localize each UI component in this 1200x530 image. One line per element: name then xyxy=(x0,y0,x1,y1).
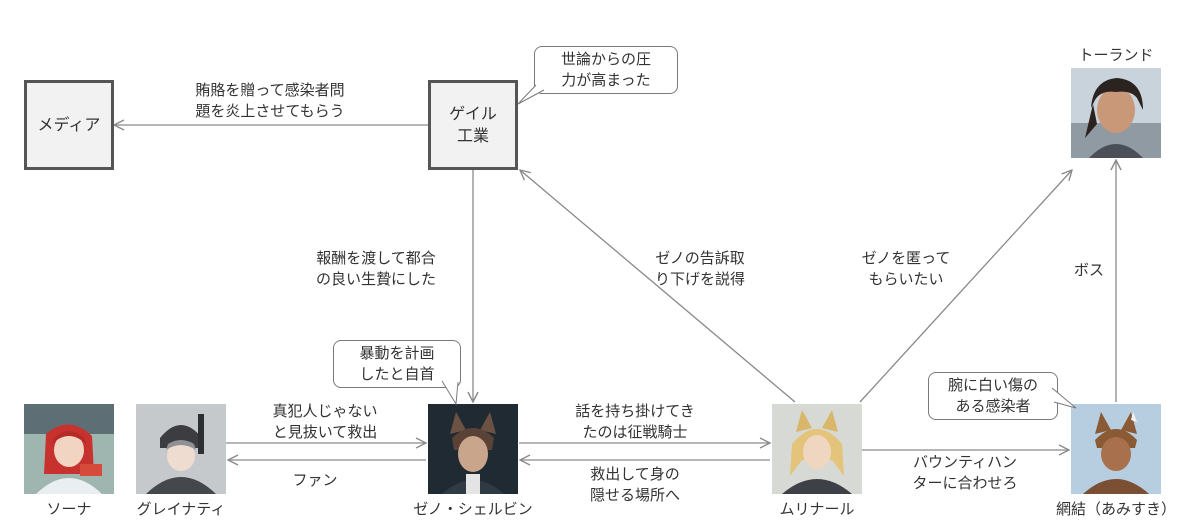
edge-label-amisuki-thorand: ボス xyxy=(1073,261,1104,279)
note-bubble-gale: 世論からの圧 力が高まった xyxy=(534,46,678,94)
edge-label-grainati-zeno: 真犯人じゃない と見抜いて救出 xyxy=(272,402,378,441)
edge-label-murinal-thorand: ゼノを匿って もらいたい xyxy=(861,249,951,288)
edge-label-gale-zeno: 報酬を渡して都合 の良い生贄にした xyxy=(315,249,436,288)
note-zeno-text: 暴動を計画 したと自首 xyxy=(359,344,435,383)
name-thorand: トーランド xyxy=(1078,46,1154,64)
portrait-brown-eared-man-icon xyxy=(1071,404,1161,494)
name-sona: ソーナ xyxy=(46,500,92,518)
edge-label-murinal-zeno: 救出して身の 隠せる場所へ xyxy=(589,465,680,504)
portrait-blonde-man-icon xyxy=(772,404,862,494)
portrait-red-haired-girl-icon xyxy=(24,404,114,494)
note-bubble-amisuki-tail xyxy=(1051,387,1077,409)
portrait-cat-eared-man-icon xyxy=(428,404,518,494)
node-media: メディア xyxy=(24,80,114,170)
edge-label-gale-media: 賄賂を贈って感染者問 題を炎上させてもらう xyxy=(195,81,345,120)
portrait-armored-knight-icon xyxy=(136,404,226,494)
note-amisuki-text: 腕に白い傷の ある感染者 xyxy=(947,376,1038,415)
name-amisuki: 網結（あみすき） xyxy=(1055,500,1176,518)
note-bubble-zeno: 暴動を計画 したと自首 xyxy=(333,340,461,388)
note-bubble-gale-tail xyxy=(517,84,545,105)
note-bubble-zeno-tail xyxy=(441,380,459,406)
name-zeno: ゼノ・シェルビン xyxy=(413,500,533,518)
portrait-dark-haired-man-icon xyxy=(1071,68,1161,158)
edge-label-murinal-amisuki: バウンティハン ターに合わせろ xyxy=(912,453,1018,492)
name-grainati: グレイナティ xyxy=(136,500,226,518)
node-gale-label: ゲイル 工業 xyxy=(449,104,497,145)
node-media-label: メディア xyxy=(37,115,101,134)
note-gale-text: 世論からの圧 力が高まった xyxy=(560,50,651,89)
edge-label-murinal-gale: ゼノの告訴取 り下げを説得 xyxy=(654,249,745,288)
edge-label-zeno-murinal: 話を持ち掛けてき たのは征戦騎士 xyxy=(575,402,695,441)
node-gale-industries: ゲイル 工業 xyxy=(428,80,518,170)
edge-label-zeno-grainati: ファン xyxy=(292,471,338,489)
name-murinal: ムリナール xyxy=(779,500,855,518)
note-bubble-amisuki: 腕に白い傷の ある感染者 xyxy=(928,372,1058,420)
